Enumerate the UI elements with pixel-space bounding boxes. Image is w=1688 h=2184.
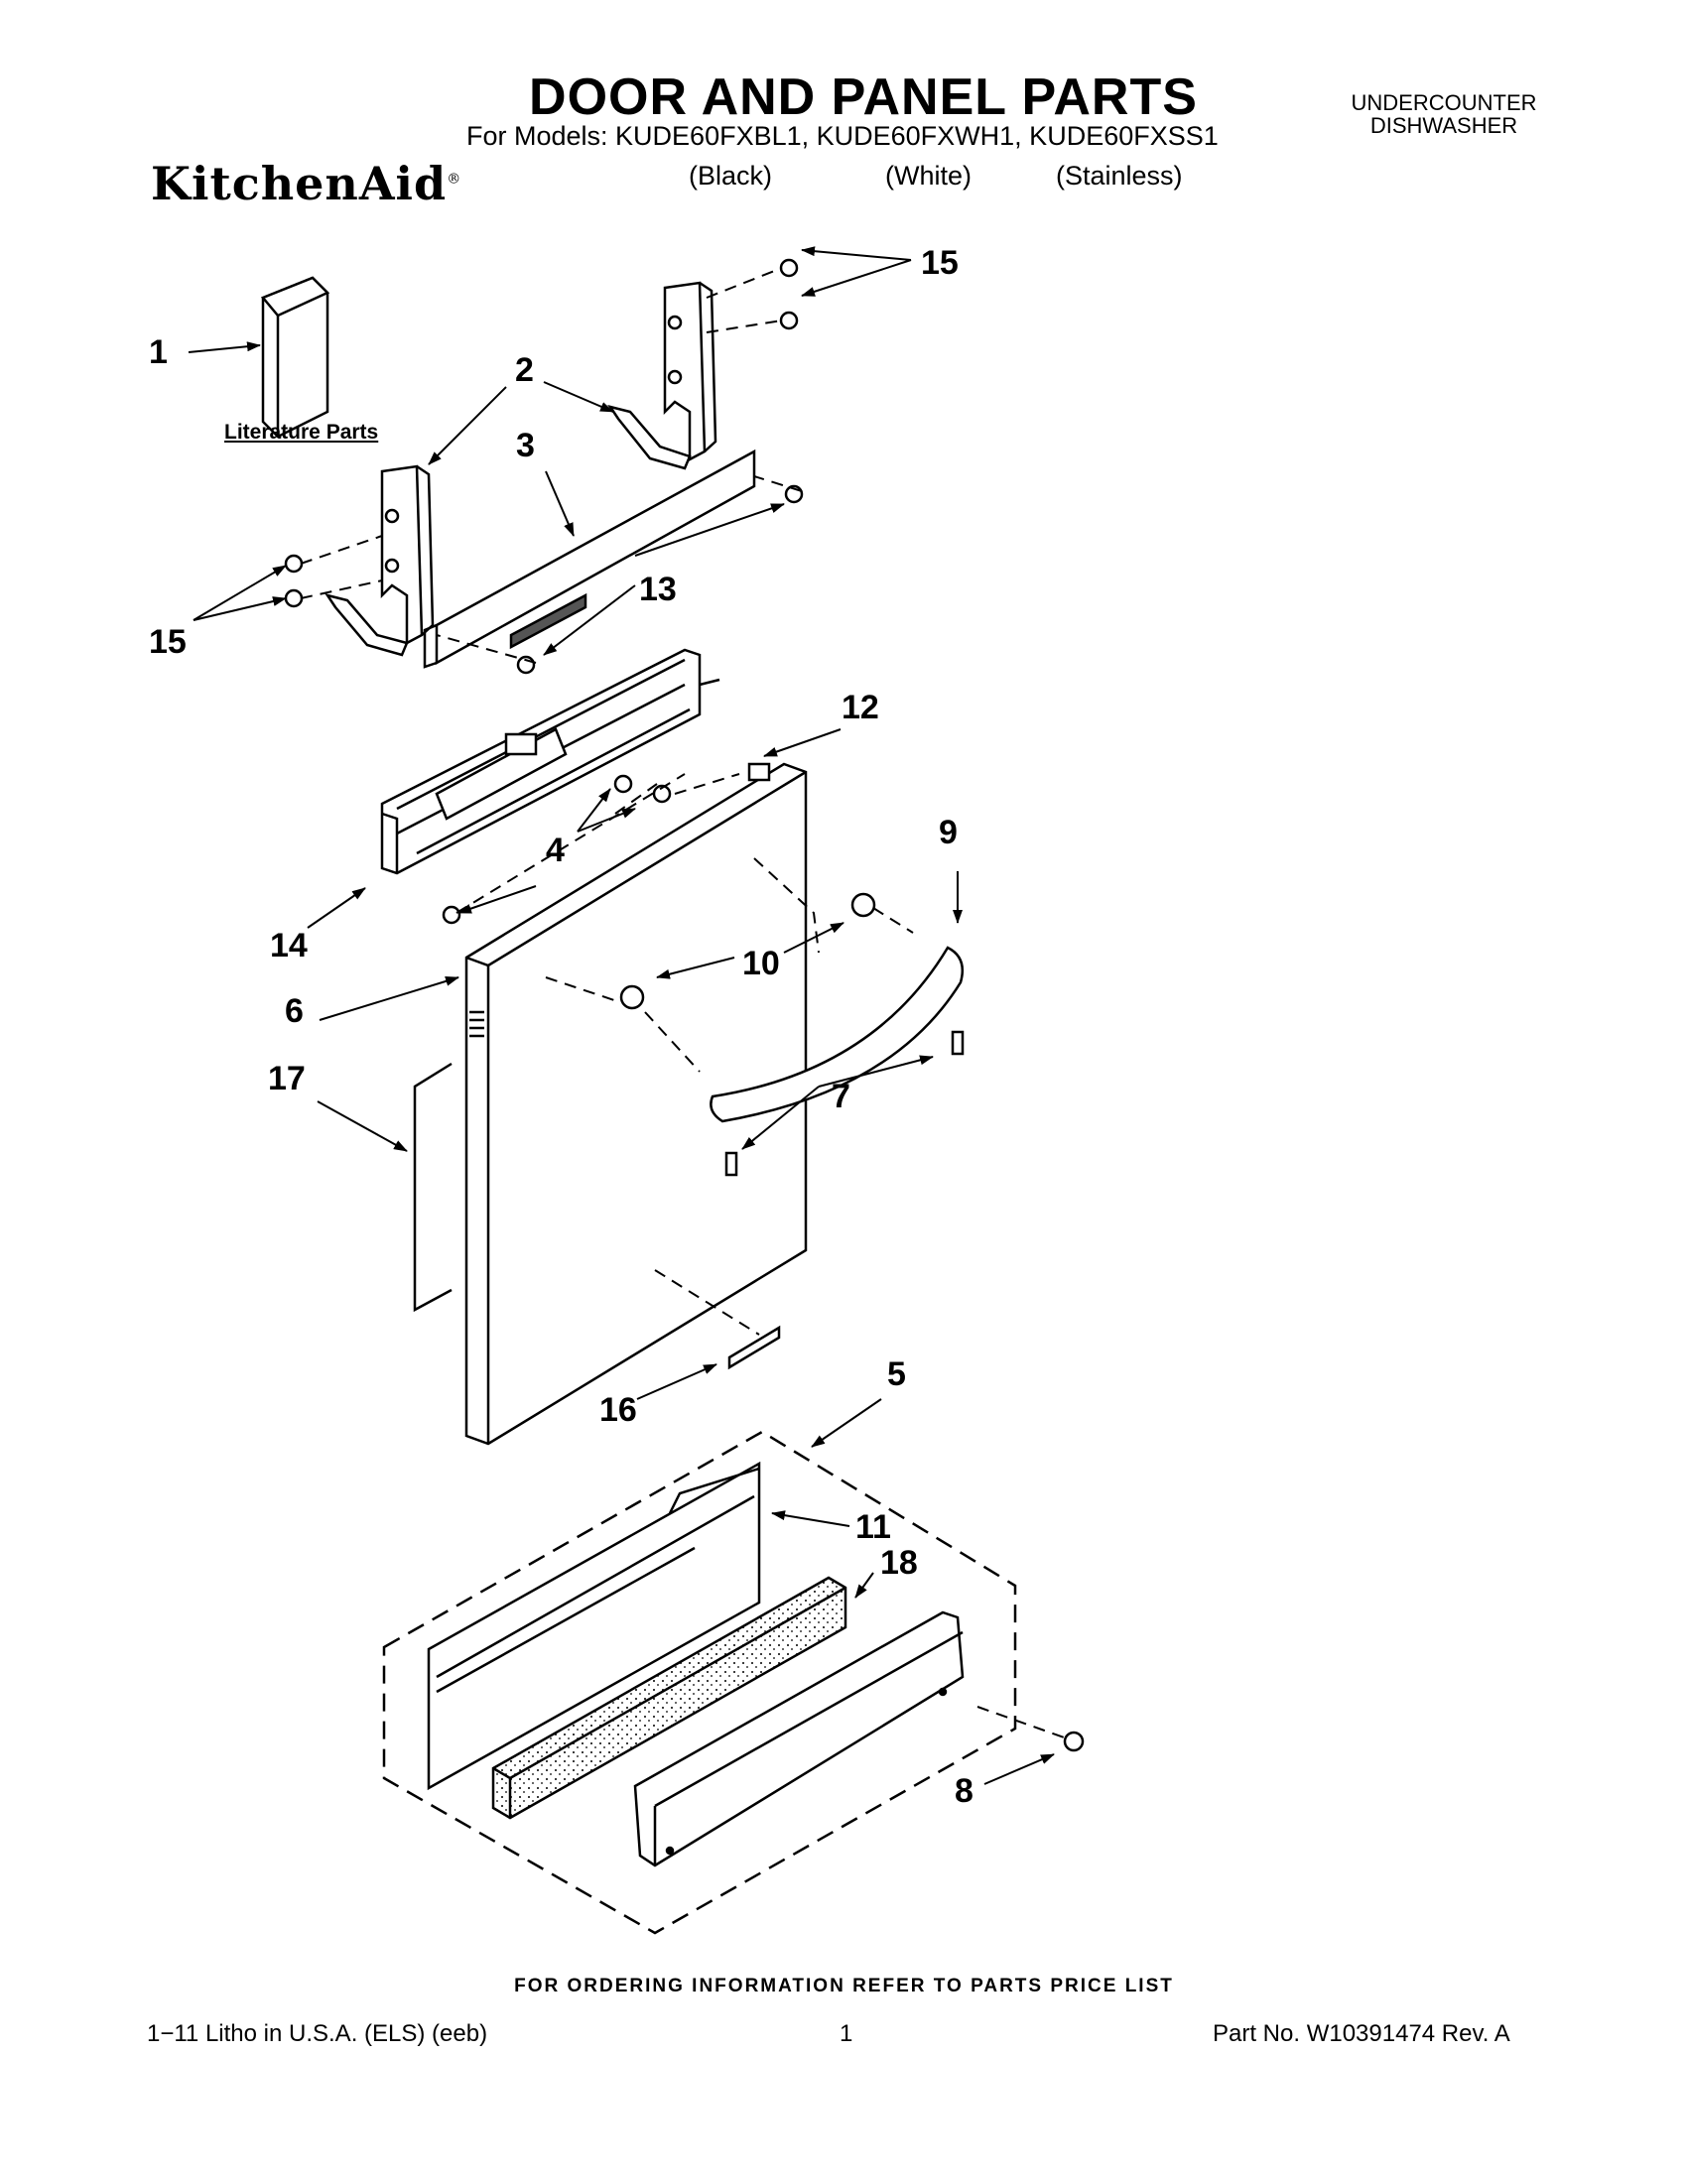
- right-door-bracket: [607, 281, 717, 470]
- left-door-bracket: [325, 464, 435, 657]
- callout-16: 16: [599, 1391, 637, 1429]
- door-seal-strip: [413, 1062, 453, 1313]
- variant-black: (Black): [689, 161, 773, 191]
- callout-17: 17: [268, 1060, 306, 1097]
- insulation-foam-strip: [491, 1576, 847, 1820]
- callout-2: 2: [515, 351, 534, 389]
- control-console-assembly: [380, 648, 720, 875]
- callout-5: 5: [887, 1355, 906, 1393]
- litho-info: 1−11 Litho in U.S.A. (ELS) (eeb): [147, 2020, 488, 2047]
- page-title: DOOR AND PANEL PARTS: [529, 68, 1198, 126]
- page-number: 1: [840, 2020, 853, 2047]
- part-number: Part No. W10391474 Rev. A: [1213, 2020, 1510, 2047]
- brand-logo: KitchenAid®: [151, 157, 461, 210]
- callout-15-top: 15: [921, 244, 959, 282]
- toe-kick-kit-boundary: [382, 1430, 1017, 1935]
- callout-13: 13: [639, 571, 677, 608]
- callout-9: 9: [939, 814, 958, 851]
- callout-arrows: [188, 246, 1055, 1785]
- category-line-2: DISHWASHER: [1369, 113, 1518, 138]
- dashed-leaders: [300, 267, 1068, 1739]
- callout-10: 10: [742, 945, 780, 982]
- callout-18: 18: [880, 1544, 918, 1582]
- brand-name: KitchenAid: [151, 157, 448, 210]
- callout-8: 8: [955, 1772, 974, 1810]
- fastener-parts: [284, 258, 1085, 1752]
- kick-plate: [633, 1610, 965, 1867]
- callout-1: 1: [149, 333, 168, 371]
- model-list: For Models: KUDE60FXBL1, KUDE60FXWH1, KU…: [466, 121, 1219, 151]
- callout-15-left: 15: [149, 623, 187, 661]
- door-handle: [710, 946, 965, 1123]
- toe-panel: [427, 1461, 761, 1791]
- registered-mark: ®: [447, 171, 462, 188]
- callout-12: 12: [842, 689, 879, 726]
- variant-white: (White): [885, 161, 972, 191]
- literature-parts-label: Literature Parts: [224, 421, 379, 444]
- ordering-note: FOR ORDERING INFORMATION REFER TO PARTS …: [514, 1976, 1174, 1996]
- callout-11: 11: [855, 1508, 891, 1546]
- callout-3: 3: [516, 427, 535, 464]
- variant-stainless: (Stainless): [1056, 161, 1183, 191]
- callout-7: 7: [832, 1078, 850, 1115]
- category-line-1: UNDERCOUNTER: [1351, 90, 1537, 115]
- control-panel-strip: [423, 449, 756, 669]
- callout-4: 4: [546, 832, 565, 869]
- door-panel: [464, 762, 808, 1446]
- product-category: UNDERCOUNTER DISHWASHER: [1330, 91, 1558, 137]
- callout-6: 6: [285, 992, 304, 1030]
- literature-booklet: [260, 276, 330, 439]
- callout-14: 14: [270, 927, 308, 964]
